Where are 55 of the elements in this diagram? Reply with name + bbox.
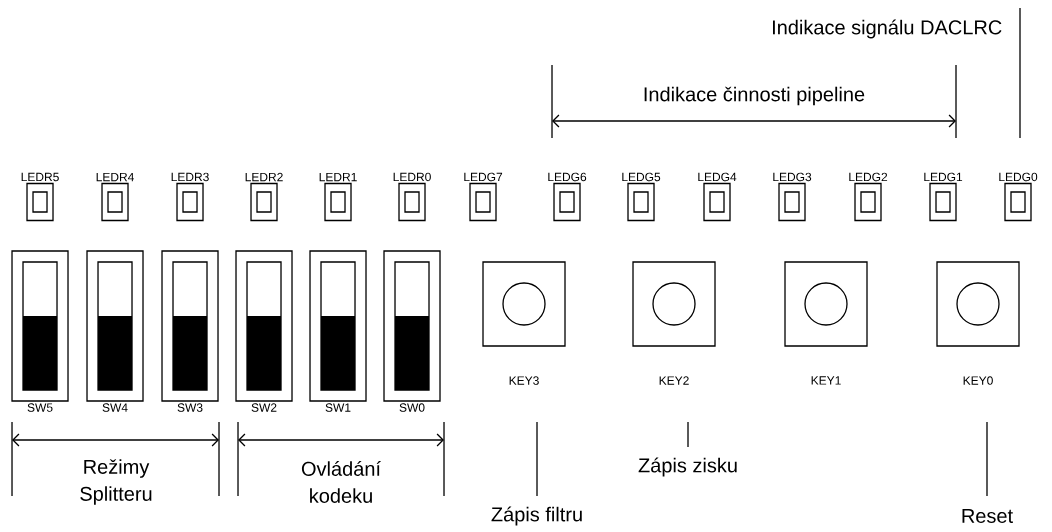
annotation-text: Indikace činnosti pipeline [644, 86, 865, 106]
led: LEDG5 [622, 172, 661, 222]
node-label: SW0 [399, 403, 425, 412]
led: LEDG6 [548, 172, 587, 222]
node-label: LEDG3 [773, 172, 812, 182]
node-label: KEY2 [659, 376, 689, 385]
slide-switch: SW5 [11, 250, 69, 412]
node-label: SW4 [102, 403, 128, 412]
led: LEDR4 [96, 172, 134, 222]
node-label: LEDG0 [999, 172, 1038, 182]
annotation-text: Režimy Splitteru [80, 459, 152, 505]
push-button: KEY2 [632, 261, 716, 385]
node-label: LEDR0 [393, 172, 431, 182]
led: LEDG1 [924, 172, 963, 222]
node-label: LEDR3 [171, 172, 209, 182]
annotation-text: Zápis filtru [491, 506, 582, 526]
led: LEDR2 [245, 172, 283, 222]
slide-switch: SW4 [86, 250, 144, 412]
led: LEDR0 [393, 172, 431, 222]
node-label: SW3 [177, 403, 203, 412]
led: LEDR1 [319, 172, 357, 222]
push-button: KEY3 [482, 261, 566, 385]
node-label: KEY1 [811, 376, 841, 385]
led: LEDR5 [21, 172, 59, 222]
slide-switch: SW0 [383, 250, 441, 412]
node-label: SW2 [251, 403, 277, 412]
led: LEDG2 [849, 172, 888, 222]
node-label: KEY3 [509, 376, 539, 385]
node-label: LEDR4 [96, 172, 134, 182]
led: LEDG4 [698, 172, 737, 222]
led: LEDR3 [171, 172, 209, 222]
annotation-text: Zápis zisku [638, 457, 737, 477]
node-label: SW5 [27, 403, 53, 412]
slide-switch: SW2 [235, 250, 293, 412]
annotation-text: Ovládání kodeku [301, 461, 381, 503]
node-label: LEDG4 [698, 172, 737, 182]
node-label: LEDG1 [924, 172, 963, 182]
node-label: LEDG7 [464, 172, 503, 182]
annotation-text: Indikace signálu DACLRC [773, 19, 1002, 39]
node-label: LEDR2 [245, 172, 283, 182]
led: LEDG0 [999, 172, 1038, 222]
led: LEDG3 [773, 172, 812, 222]
push-button: KEY1 [784, 261, 868, 385]
node-label: LEDR5 [21, 172, 59, 182]
node-label: KEY0 [963, 376, 993, 385]
node-label: LEDG6 [548, 172, 587, 182]
led: LEDG7 [464, 172, 503, 222]
node-label: LEDR1 [319, 172, 357, 182]
node-label: SW1 [325, 403, 351, 412]
push-button: KEY0 [936, 261, 1020, 385]
annotation-text: Reset [962, 509, 1013, 523]
slide-switch: SW1 [309, 250, 367, 412]
slide-switch: SW3 [161, 250, 219, 412]
node-label: LEDG5 [622, 172, 661, 182]
node-label: LEDG2 [849, 172, 888, 182]
